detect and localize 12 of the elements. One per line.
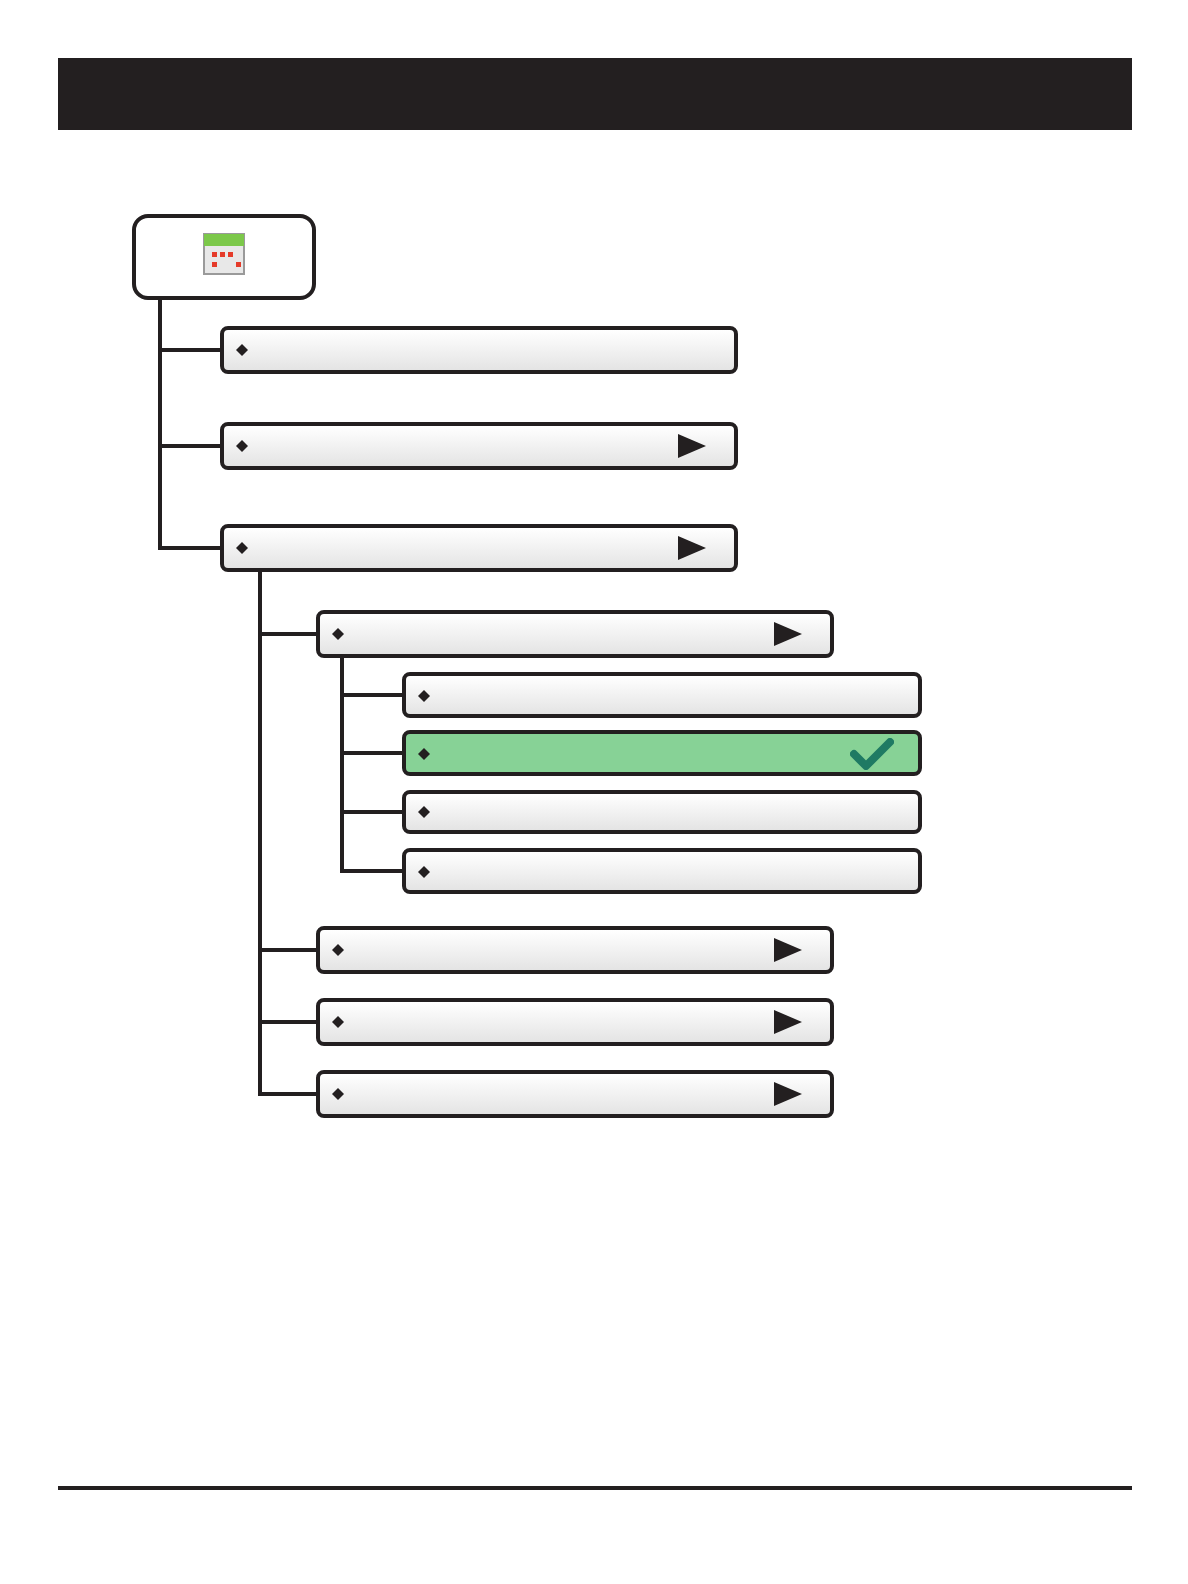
menu-item (402, 790, 922, 834)
menu-item (316, 610, 834, 658)
selected-menu-item (402, 730, 922, 776)
menu-item (220, 422, 738, 470)
menu-item (316, 1070, 834, 1118)
menu-item (316, 926, 834, 974)
menu-item (220, 524, 738, 572)
menu-item (402, 848, 922, 894)
menu-item (220, 326, 738, 374)
menu-root-box (132, 214, 316, 300)
menu-item (402, 672, 922, 718)
menu-item (316, 998, 834, 1046)
